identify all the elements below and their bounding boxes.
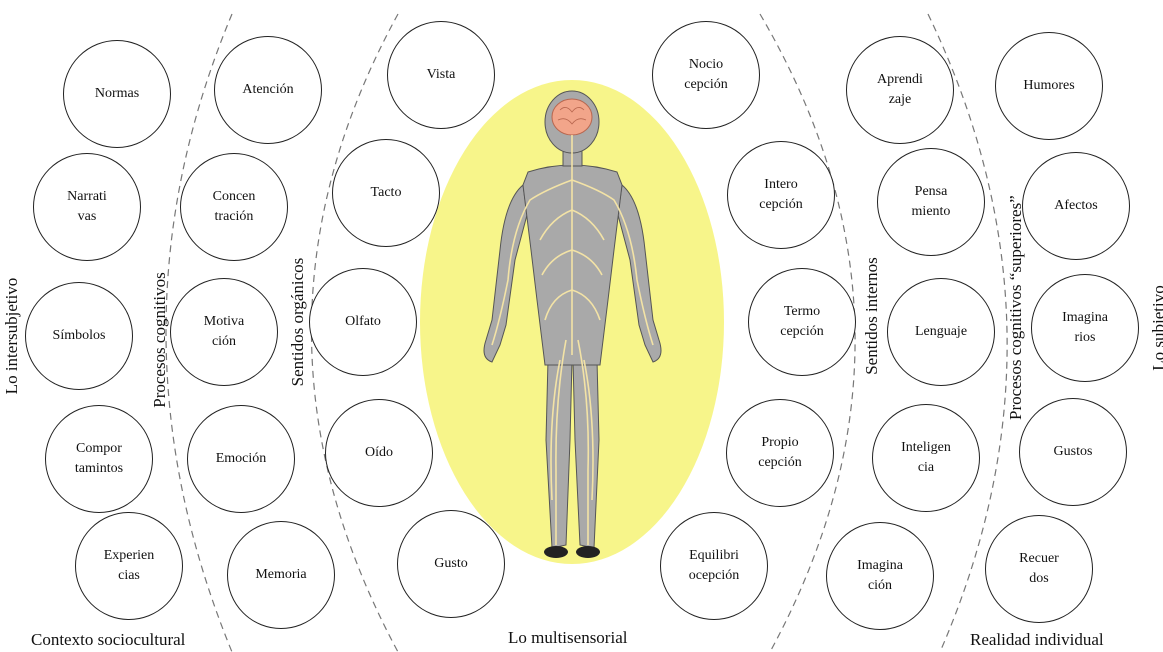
- circle-label: Humores: [1023, 76, 1074, 96]
- circle-experiencias: Experien cias: [75, 512, 183, 620]
- circle-label: Imagina rios: [1062, 308, 1108, 348]
- label-lo-subjetivo: Lo subjetivo: [1149, 273, 1163, 383]
- circle-label: Gusto: [434, 554, 467, 574]
- label-procesos-superiores: Procesos cognitivos “superiores”: [1006, 200, 1026, 420]
- circle-label: Atención: [242, 80, 293, 100]
- circle-label: Motiva ción: [204, 312, 244, 352]
- circle-label: Pensa miento: [912, 182, 951, 222]
- circle-afectos: Afectos: [1022, 152, 1130, 260]
- label-lo-multisensorial: Lo multisensorial: [508, 628, 627, 648]
- label-procesos-cognitivos: Procesos cognitivos: [150, 260, 170, 420]
- circle-atencion: Atención: [214, 36, 322, 144]
- label-contexto-sociocultural: Contexto sociocultural: [31, 630, 185, 650]
- circle-imaginacion: Imagina ción: [826, 522, 934, 630]
- circle-aprendizaje: Aprendi zaje: [846, 36, 954, 144]
- circle-termocepcion: Termo cepción: [748, 268, 856, 376]
- circle-olfato: Olfato: [309, 268, 417, 376]
- circle-label: Memoria: [255, 565, 306, 585]
- circle-vista: Vista: [387, 21, 495, 129]
- circle-humores: Humores: [995, 32, 1103, 140]
- circle-nociocepcion: Nocio cepción: [652, 21, 760, 129]
- circle-motivacion: Motiva ción: [170, 278, 278, 386]
- circle-gusto: Gusto: [397, 510, 505, 618]
- circle-imaginarios: Imagina rios: [1031, 274, 1139, 382]
- circle-label: Propio cepción: [758, 433, 802, 473]
- circle-label: Nocio cepción: [684, 55, 728, 95]
- circle-label: Narrati vas: [67, 187, 107, 227]
- label-lo-intersubjetivo: Lo intersubjetivo: [2, 271, 22, 401]
- circle-label: Termo cepción: [780, 302, 824, 342]
- circle-label: Recuer dos: [1019, 549, 1059, 589]
- circle-label: Gustos: [1054, 442, 1093, 462]
- circle-gustos: Gustos: [1019, 398, 1127, 506]
- brain-icon: [552, 99, 592, 135]
- label-sentidos-internos: Sentidos internos: [862, 241, 882, 391]
- circle-comportamientos: Compor tamintos: [45, 405, 153, 513]
- circle-concentracion: Concen tración: [180, 153, 288, 261]
- circle-label: Tacto: [371, 183, 402, 203]
- circle-oido: Oído: [325, 399, 433, 507]
- label-realidad-individual: Realidad individual: [970, 630, 1104, 650]
- circle-label: Emoción: [216, 449, 267, 469]
- circle-propiocepcion: Propio cepción: [726, 399, 834, 507]
- circle-inteligencia: Inteligen cia: [872, 404, 980, 512]
- circle-label: Intero cepción: [759, 175, 803, 215]
- circle-emocion: Emoción: [187, 405, 295, 513]
- circle-lenguaje: Lenguaje: [887, 278, 995, 386]
- circle-label: Vista: [427, 65, 456, 85]
- circle-label: Inteligen cia: [901, 438, 951, 478]
- circle-label: Normas: [95, 84, 139, 104]
- circle-label: Símbolos: [53, 326, 106, 346]
- circle-tacto: Tacto: [332, 139, 440, 247]
- circle-label: Equilibri ocepción: [689, 546, 740, 586]
- circle-label: Compor tamintos: [75, 439, 123, 479]
- circle-label: Imagina ción: [857, 556, 903, 596]
- circle-pensamiento: Pensa miento: [877, 148, 985, 256]
- circle-label: Aprendi zaje: [877, 70, 923, 110]
- circle-simbolos: Símbolos: [25, 282, 133, 390]
- circle-label: Concen tración: [213, 187, 256, 227]
- circle-label: Afectos: [1054, 196, 1098, 216]
- circle-recuerdos: Recuer dos: [985, 515, 1093, 623]
- circle-label: Experien cias: [104, 546, 155, 586]
- circle-memoria: Memoria: [227, 521, 335, 629]
- circle-interocepcion: Intero cepción: [727, 141, 835, 249]
- circle-normas: Normas: [63, 40, 171, 148]
- circle-equilibriocepcion: Equilibri ocepción: [660, 512, 768, 620]
- circle-label: Lenguaje: [915, 322, 967, 342]
- circle-label: Olfato: [345, 312, 381, 332]
- circle-label: Oído: [365, 443, 393, 463]
- label-sentidos-organicos: Sentidos orgánicos: [288, 242, 308, 402]
- circle-narrativas: Narrati vas: [33, 153, 141, 261]
